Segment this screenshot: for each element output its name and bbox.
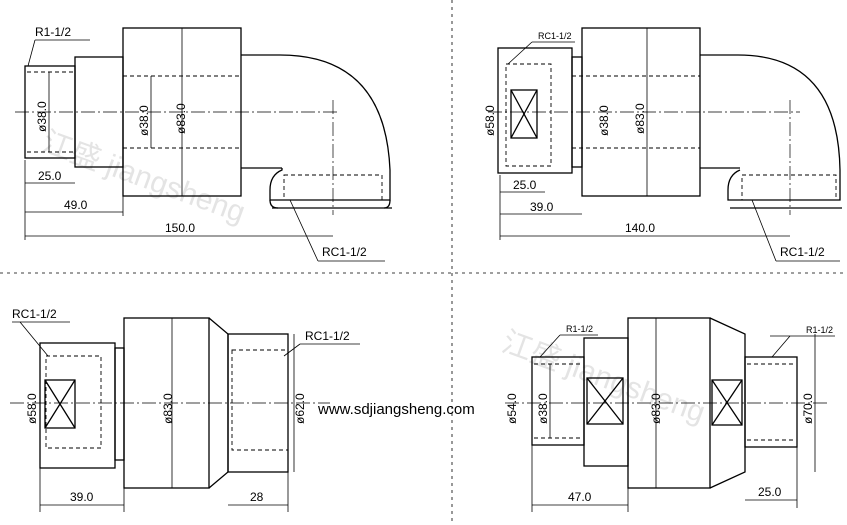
dim-dia-c: ø83.0 — [633, 103, 647, 134]
dim-dia-c: ø83.0 — [174, 103, 188, 134]
label-thread-in: R1-1/2 — [566, 324, 593, 334]
hex-socket-left — [586, 377, 624, 425]
dim-dia-c: ø62.0 — [293, 393, 307, 424]
dim-dia-b: ø38.0 — [536, 393, 550, 424]
dim-len-a: 47.0 — [568, 490, 592, 504]
dim-len-c: 150.0 — [165, 221, 195, 235]
dim-len-c: 140.0 — [625, 221, 655, 235]
elbow-body — [700, 54, 841, 201]
view-top-right: ø58.0 ø38.0 ø83.0 RC1-1/2 RC1-1/2 25.0 3… — [483, 27, 842, 262]
label-thread-in: RC1-1/2 — [12, 307, 57, 321]
dim-len-b: 49.0 — [64, 198, 88, 212]
elbow-body — [241, 54, 391, 201]
label-thread-out: RC1-1/2 — [780, 245, 825, 259]
dim-dia-a: ø58.0 — [483, 105, 497, 136]
dim-len-a: 25.0 — [38, 169, 62, 183]
label-thread-out: RC1-1/2 — [305, 329, 350, 343]
hex-socket — [44, 379, 76, 429]
dim-len-a: 39.0 — [70, 490, 94, 504]
label-thread-in: RC1-1/2 — [538, 31, 572, 41]
view-top-left: ø38.0 ø38.0 ø83.0 R1-1/2 RC1-1/2 25.0 49… — [15, 25, 392, 262]
dim-dia-b: ø38.0 — [597, 105, 611, 136]
hex-socket-right — [711, 379, 743, 426]
hex-socket — [510, 89, 538, 139]
dim-dia-a: ø54.0 — [505, 393, 519, 424]
view-bottom-left: ø58.0 ø83.0 ø62.0 RC1-1/2 RC1-1/2 39.0 2… — [10, 307, 360, 512]
dim-dia-d: ø70.0 — [801, 393, 815, 424]
label-thread-out: R1-1/2 — [806, 325, 833, 335]
dim-dia-a: ø58.0 — [25, 393, 39, 424]
website-url: www.sdjiangsheng.com — [317, 401, 475, 418]
dim-len-b: 25.0 — [758, 485, 782, 499]
inlet-body — [497, 47, 573, 174]
watermark-top-left: 江盛 jiangsheng — [38, 126, 250, 230]
outlet-thread-body — [744, 356, 798, 448]
label-thread-out: RC1-1/2 — [322, 245, 367, 259]
dim-dia-a: ø38.0 — [35, 101, 49, 132]
dim-dia-b: ø83.0 — [161, 393, 175, 424]
dim-len-b: 39.0 — [530, 200, 554, 214]
dim-len-a: 25.0 — [513, 178, 537, 192]
label-thread-in: R1-1/2 — [35, 25, 71, 39]
view-bottom-right: ø54.0 ø38.0 ø83.0 ø70.0 R1-1/2 R1-1/2 47… — [505, 317, 835, 512]
dim-dia-c: ø83.0 — [649, 393, 663, 424]
dim-dia-b: ø38.0 — [137, 105, 151, 136]
dim-len-b: 28 — [250, 490, 264, 504]
inlet-body — [39, 342, 116, 469]
